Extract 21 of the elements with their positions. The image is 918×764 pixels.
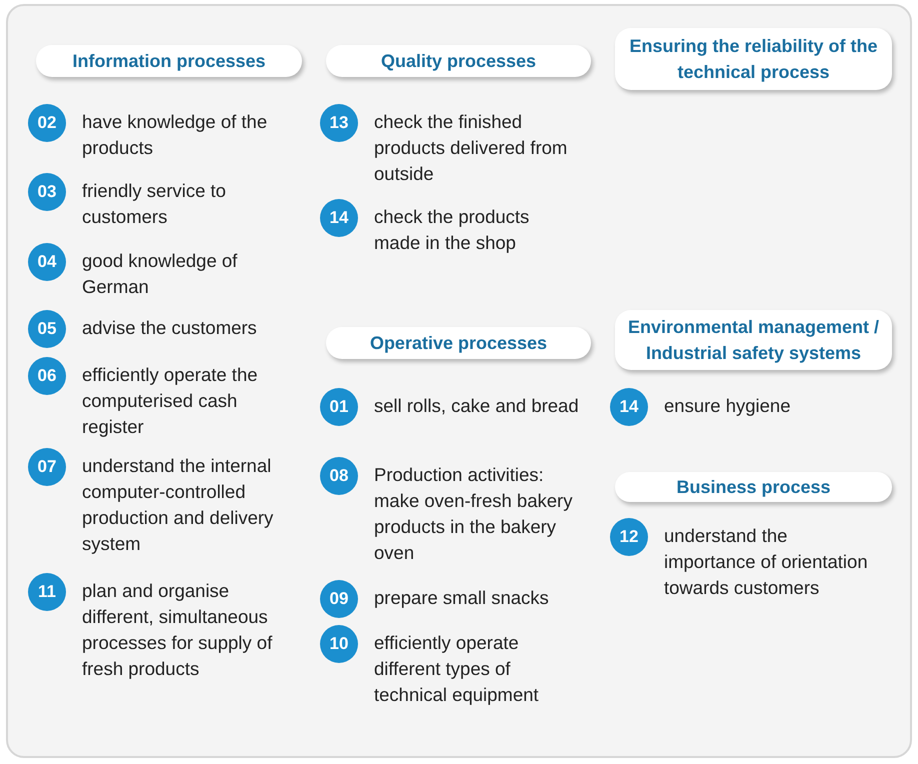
- item-description: good knowledge of German: [82, 249, 238, 299]
- item-description: have knowledge of the products: [82, 110, 268, 160]
- item-description: understand the internal computer-controlled production and delivery system: [82, 454, 274, 556]
- category-header: Ensuring the reliability of the technical process: [615, 28, 892, 90]
- category-header: Quality processes: [326, 45, 591, 77]
- item-description: efficiently operate the computerised cash register: [82, 363, 259, 439]
- item-description: Production activities: make oven-fresh bakery products in the bakery oven: [374, 463, 574, 565]
- item-description: sell rolls, cake and bread: [374, 394, 579, 418]
- category-header: Operative processes: [326, 327, 591, 359]
- item-description: understand the importance of orientation towards customers: [664, 524, 869, 600]
- item-description: advise the customers: [82, 316, 258, 340]
- item-description: friendly service to customers: [82, 179, 227, 229]
- item-description: plan and organise different, simultaneous processes for supply of fresh products: [82, 579, 274, 681]
- item-description: prepare small snacks: [374, 586, 550, 610]
- item-description: efficiently operate different types of technical equipment: [374, 631, 540, 707]
- item-description: check the products made in the shop: [374, 205, 530, 255]
- category-header: Information processes: [36, 45, 302, 77]
- item-description: check the finished products delivered from outside: [374, 110, 568, 186]
- item-description: ensure hygiene: [664, 394, 792, 418]
- category-header: Business process: [615, 472, 892, 502]
- category-header: Environmental management / Industrial safety systems: [615, 310, 892, 370]
